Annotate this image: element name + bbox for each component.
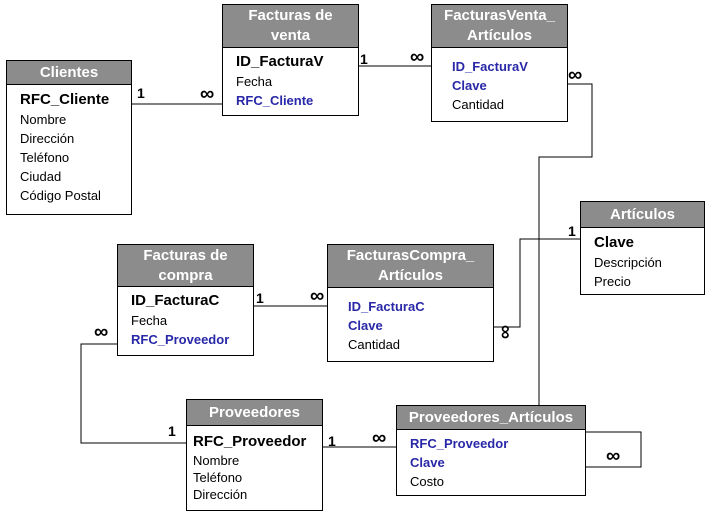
- field-pk: ID_FacturaV: [236, 53, 324, 70]
- entity-facturas-venta[interactable]: Facturas de venta ID_FacturaV Fecha RFC_…: [222, 4, 359, 116]
- entity-title: Artículos: [581, 202, 704, 228]
- field-fk: Clave: [348, 318, 383, 333]
- link-facturas-compra-proveedores: [80, 343, 187, 444]
- entity-facturas-compra-articulos[interactable]: FacturasCompra_ Artículos ID_FacturaC Cl…: [327, 244, 494, 362]
- field: Cantidad: [452, 97, 505, 112]
- cardinality-one-label: 1: [256, 290, 264, 306]
- link-detalle-venta-articulos: [538, 83, 642, 468]
- field-fk: Clave: [410, 455, 445, 470]
- field: Costo: [410, 474, 444, 489]
- cardinality-many-label: ∞: [494, 324, 517, 340]
- field: Fecha: [236, 74, 273, 89]
- field: Precio: [594, 274, 631, 289]
- field-pk: ID_FacturaC: [131, 292, 220, 309]
- field-pk: RFC_Proveedor: [193, 433, 307, 450]
- entity-proveedores-articulos[interactable]: Proveedores_Artículos RFC_Proveedor Clav…: [396, 405, 586, 496]
- entity-title: Proveedores_Artículos: [397, 406, 585, 430]
- entity-articulos[interactable]: Artículos Clave Descripción Precio: [580, 201, 705, 295]
- field: Ciudad: [20, 169, 62, 184]
- field: Nombre: [193, 453, 240, 468]
- field-pk: RFC_Cliente: [20, 91, 110, 108]
- entity-proveedores[interactable]: Proveedores RFC_Proveedor Nombre Teléfon…: [186, 399, 323, 511]
- field: Cantidad: [348, 337, 401, 352]
- entity-clientes[interactable]: Clientes RFC_Cliente Nombre Dirección Te…: [6, 60, 132, 215]
- field: Fecha: [131, 313, 168, 328]
- entity-title: FacturasVenta_ Artículos: [432, 5, 567, 48]
- cardinality-many-label: ∞: [94, 321, 109, 343]
- cardinality-many-label: ∞: [200, 83, 215, 105]
- cardinality-one-label: 1: [168, 423, 176, 439]
- field: Descripción: [594, 255, 662, 270]
- entity-facturas-compra[interactable]: Facturas de compra ID_FacturaC Fecha RFC…: [117, 244, 254, 356]
- entity-facturas-venta-articulos[interactable]: FacturasVenta_ Artículos ID_FacturaV Cla…: [431, 4, 568, 122]
- cardinality-one-label: 1: [328, 433, 336, 449]
- field: Dirección: [20, 131, 75, 146]
- field: Dirección: [193, 487, 248, 502]
- cardinality-many-label: ∞: [372, 427, 387, 449]
- field-fk: RFC_Proveedor: [131, 332, 230, 347]
- cardinality-many-label: ∞: [568, 64, 583, 86]
- field-fk: RFC_Cliente: [236, 93, 314, 108]
- field: Teléfono: [20, 150, 70, 165]
- field-fk: Clave: [452, 78, 487, 93]
- field-fk: ID_FacturaC: [348, 299, 425, 314]
- cardinality-many-label: ∞: [606, 445, 621, 467]
- cardinality-many-label: ∞: [410, 46, 425, 68]
- field-pk: Clave: [594, 234, 635, 251]
- entity-title: Clientes: [7, 61, 131, 85]
- field: Nombre: [20, 112, 67, 127]
- field-fk: RFC_Proveedor: [410, 436, 509, 451]
- link-articulos-detalle-compra: [493, 238, 581, 328]
- field: Código Postal: [20, 188, 101, 203]
- cardinality-one-label: 1: [360, 51, 368, 67]
- cardinality-one-label: 1: [137, 85, 145, 101]
- entity-title: Proveedores: [187, 400, 322, 426]
- entity-title: Facturas de venta: [223, 5, 358, 48]
- entity-title: FacturasCompra_ Artículos: [328, 245, 493, 288]
- cardinality-many-label: ∞: [310, 285, 325, 307]
- field-fk: ID_FacturaV: [452, 59, 528, 74]
- entity-title: Facturas de compra: [118, 245, 253, 287]
- cardinality-one-label: 1: [568, 223, 576, 239]
- field: Teléfono: [193, 470, 243, 485]
